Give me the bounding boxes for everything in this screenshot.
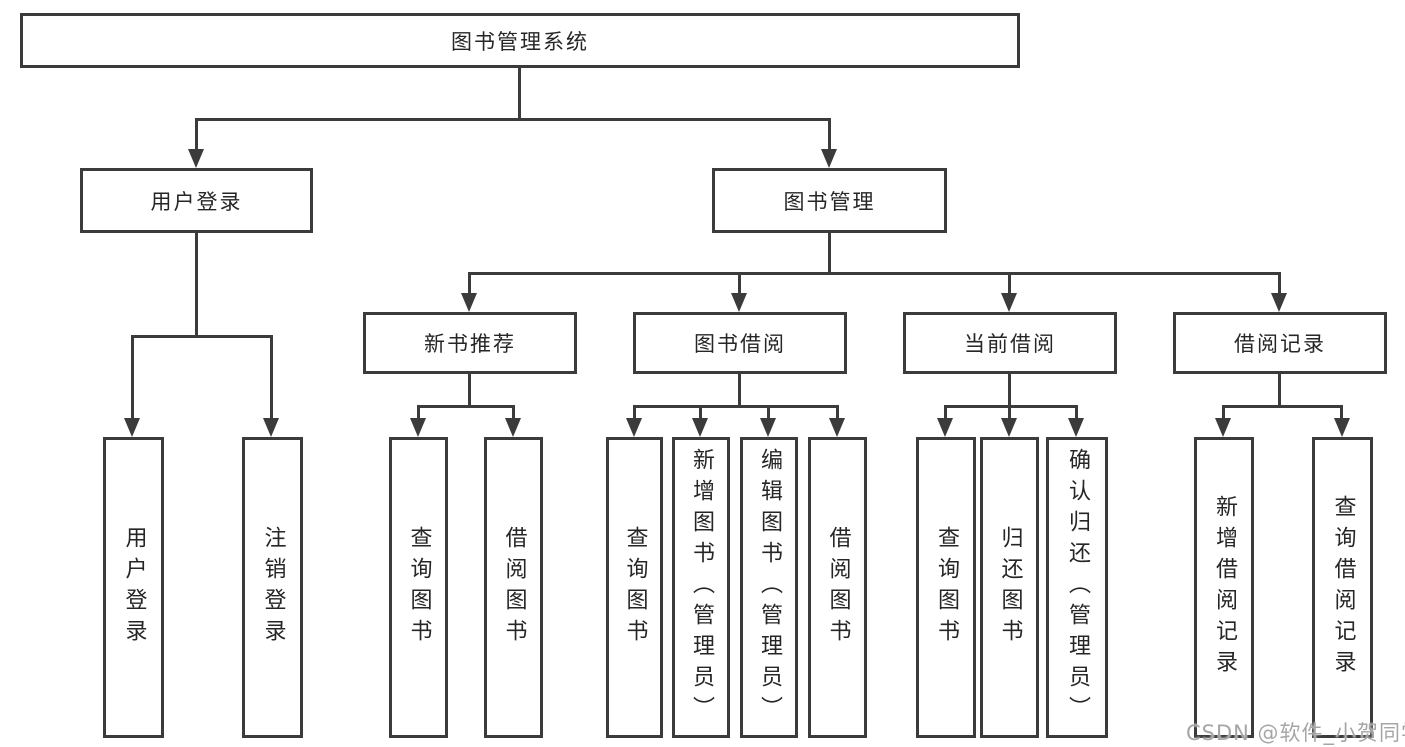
connector-to-book-borrow-stem bbox=[738, 272, 741, 296]
leaf-current-return-label: 归还图书 bbox=[997, 525, 1023, 650]
node-user-login: 用户登录 bbox=[80, 168, 313, 233]
leaf-borrow-query: 查询图书 bbox=[606, 437, 663, 738]
arrow-down-icon bbox=[821, 149, 837, 168]
leaf-newbooks-query: 查询图书 bbox=[389, 437, 448, 738]
node-system-root-label: 图书管理系统 bbox=[451, 29, 589, 54]
leaf-borrow-add-admin: 新增图书（管理员） bbox=[672, 437, 730, 738]
connector-to-book-mgmt-stem bbox=[828, 118, 831, 151]
connector-nb-query-stem bbox=[417, 405, 420, 420]
leaf-newbooks-query-label: 查询图书 bbox=[406, 525, 432, 650]
node-current-borrow-label: 当前借阅 bbox=[964, 332, 1056, 356]
node-book-borrow-label: 图书借阅 bbox=[694, 332, 786, 356]
connector-borrow-records-hbar bbox=[1222, 405, 1343, 408]
connector-to-borrow-records-stem bbox=[1278, 272, 1281, 296]
connector-new-books-stem bbox=[468, 374, 471, 405]
leaf-current-query-label: 查询图书 bbox=[934, 525, 959, 650]
connector-nb-borrow-stem bbox=[512, 405, 515, 420]
arrow-down-icon bbox=[410, 418, 426, 437]
leaf-current-return: 归还图书 bbox=[980, 437, 1039, 738]
node-book-borrow: 图书借阅 bbox=[633, 312, 847, 374]
connector-root-stem bbox=[518, 68, 521, 118]
leaf-records-add: 新增借阅记录 bbox=[1194, 437, 1254, 738]
arrow-down-icon bbox=[692, 418, 708, 437]
leaf-records-query: 查询借阅记录 bbox=[1312, 437, 1373, 738]
connector-user-login-stem bbox=[195, 233, 198, 335]
leaf-borrow-borrow: 借阅图书 bbox=[808, 437, 867, 738]
leaf-borrow-edit-admin-label: 编辑图书（管理员） bbox=[757, 448, 782, 727]
arrow-down-icon bbox=[1334, 418, 1350, 437]
node-new-books: 新书推荐 bbox=[363, 312, 577, 374]
leaf-current-confirm-admin: 确认归还（管理员） bbox=[1046, 437, 1108, 738]
arrow-down-icon bbox=[1001, 293, 1017, 312]
connector-new-books-hbar bbox=[417, 405, 515, 408]
arrow-down-icon bbox=[1001, 418, 1017, 437]
connector-cb-confirm-stem bbox=[1075, 405, 1078, 420]
connector-book-mgmt-hbar bbox=[468, 272, 1281, 275]
node-system-root: 图书管理系统 bbox=[20, 13, 1020, 68]
arrow-down-icon bbox=[263, 418, 279, 437]
connector-root-hbar bbox=[195, 118, 831, 121]
leaf-borrow-edit-admin: 编辑图书（管理员） bbox=[740, 437, 798, 738]
connector-cb-return-stem bbox=[1008, 405, 1011, 420]
connector-bb-query-stem bbox=[633, 405, 636, 420]
leaf-borrow-borrow-label: 借阅图书 bbox=[825, 525, 851, 650]
leaf-borrow-query-label: 查询图书 bbox=[622, 525, 648, 650]
connector-bb-edit-stem bbox=[767, 405, 770, 420]
arrow-down-icon bbox=[829, 418, 845, 437]
connector-to-new-books-stem bbox=[468, 272, 471, 296]
leaf-current-query: 查询图书 bbox=[916, 437, 976, 738]
connector-to-user-login-stem bbox=[195, 118, 198, 151]
arrow-down-icon bbox=[1271, 293, 1287, 312]
leaf-logout-label: 注销登录 bbox=[260, 525, 286, 650]
connector-borrow-records-stem bbox=[1278, 374, 1281, 405]
arrow-down-icon bbox=[505, 418, 521, 437]
node-new-books-label: 新书推荐 bbox=[424, 332, 516, 356]
arrow-down-icon bbox=[1068, 418, 1084, 437]
arrow-down-icon bbox=[1215, 418, 1231, 437]
connector-login-stem bbox=[131, 335, 134, 420]
connector-br-query-stem bbox=[1340, 405, 1343, 420]
connector-bb-borrow-stem bbox=[836, 405, 839, 420]
arrow-down-icon bbox=[760, 418, 776, 437]
connector-book-mgmt-stem bbox=[828, 233, 831, 275]
leaf-records-query-label: 查询借阅记录 bbox=[1330, 494, 1356, 681]
connector-user-login-hbar bbox=[131, 335, 273, 338]
arrow-down-icon bbox=[124, 418, 140, 437]
leaf-user-login: 用户登录 bbox=[103, 437, 164, 738]
arrow-down-icon bbox=[626, 418, 642, 437]
leaf-borrow-add-admin-label: 新增图书（管理员） bbox=[689, 448, 714, 727]
connector-to-current-borrow-stem bbox=[1008, 272, 1011, 296]
node-borrow-records: 借阅记录 bbox=[1173, 312, 1387, 374]
arrow-down-icon bbox=[731, 293, 747, 312]
connector-br-add-stem bbox=[1222, 405, 1225, 420]
connector-book-borrow-stem bbox=[738, 374, 741, 405]
leaf-records-add-label: 新增借阅记录 bbox=[1212, 494, 1237, 681]
node-book-mgmt-label: 图书管理 bbox=[783, 189, 876, 214]
arrow-down-icon bbox=[461, 293, 477, 312]
arrow-down-icon bbox=[188, 149, 204, 168]
arrow-down-icon bbox=[937, 418, 953, 437]
node-current-borrow: 当前借阅 bbox=[903, 312, 1117, 374]
leaf-newbooks-borrow-label: 借阅图书 bbox=[501, 525, 527, 650]
connector-cb-query-stem bbox=[944, 405, 947, 420]
leaf-newbooks-borrow: 借阅图书 bbox=[484, 437, 543, 738]
csdn-watermark: CSDN @软件_小贺同学 bbox=[1186, 721, 1405, 745]
connector-logout-stem bbox=[270, 335, 273, 420]
connector-book-borrow-hbar bbox=[633, 405, 838, 408]
leaf-current-confirm-admin-label: 确认归还（管理员） bbox=[1065, 448, 1090, 727]
node-borrow-records-label: 借阅记录 bbox=[1234, 332, 1326, 356]
node-user-login-label: 用户登录 bbox=[150, 189, 243, 214]
connector-bb-add-stem bbox=[699, 405, 702, 420]
leaf-user-login-label: 用户登录 bbox=[121, 525, 147, 650]
node-book-mgmt: 图书管理 bbox=[712, 168, 947, 233]
connector-current-borrow-stem bbox=[1008, 374, 1011, 405]
leaf-logout: 注销登录 bbox=[242, 437, 303, 738]
